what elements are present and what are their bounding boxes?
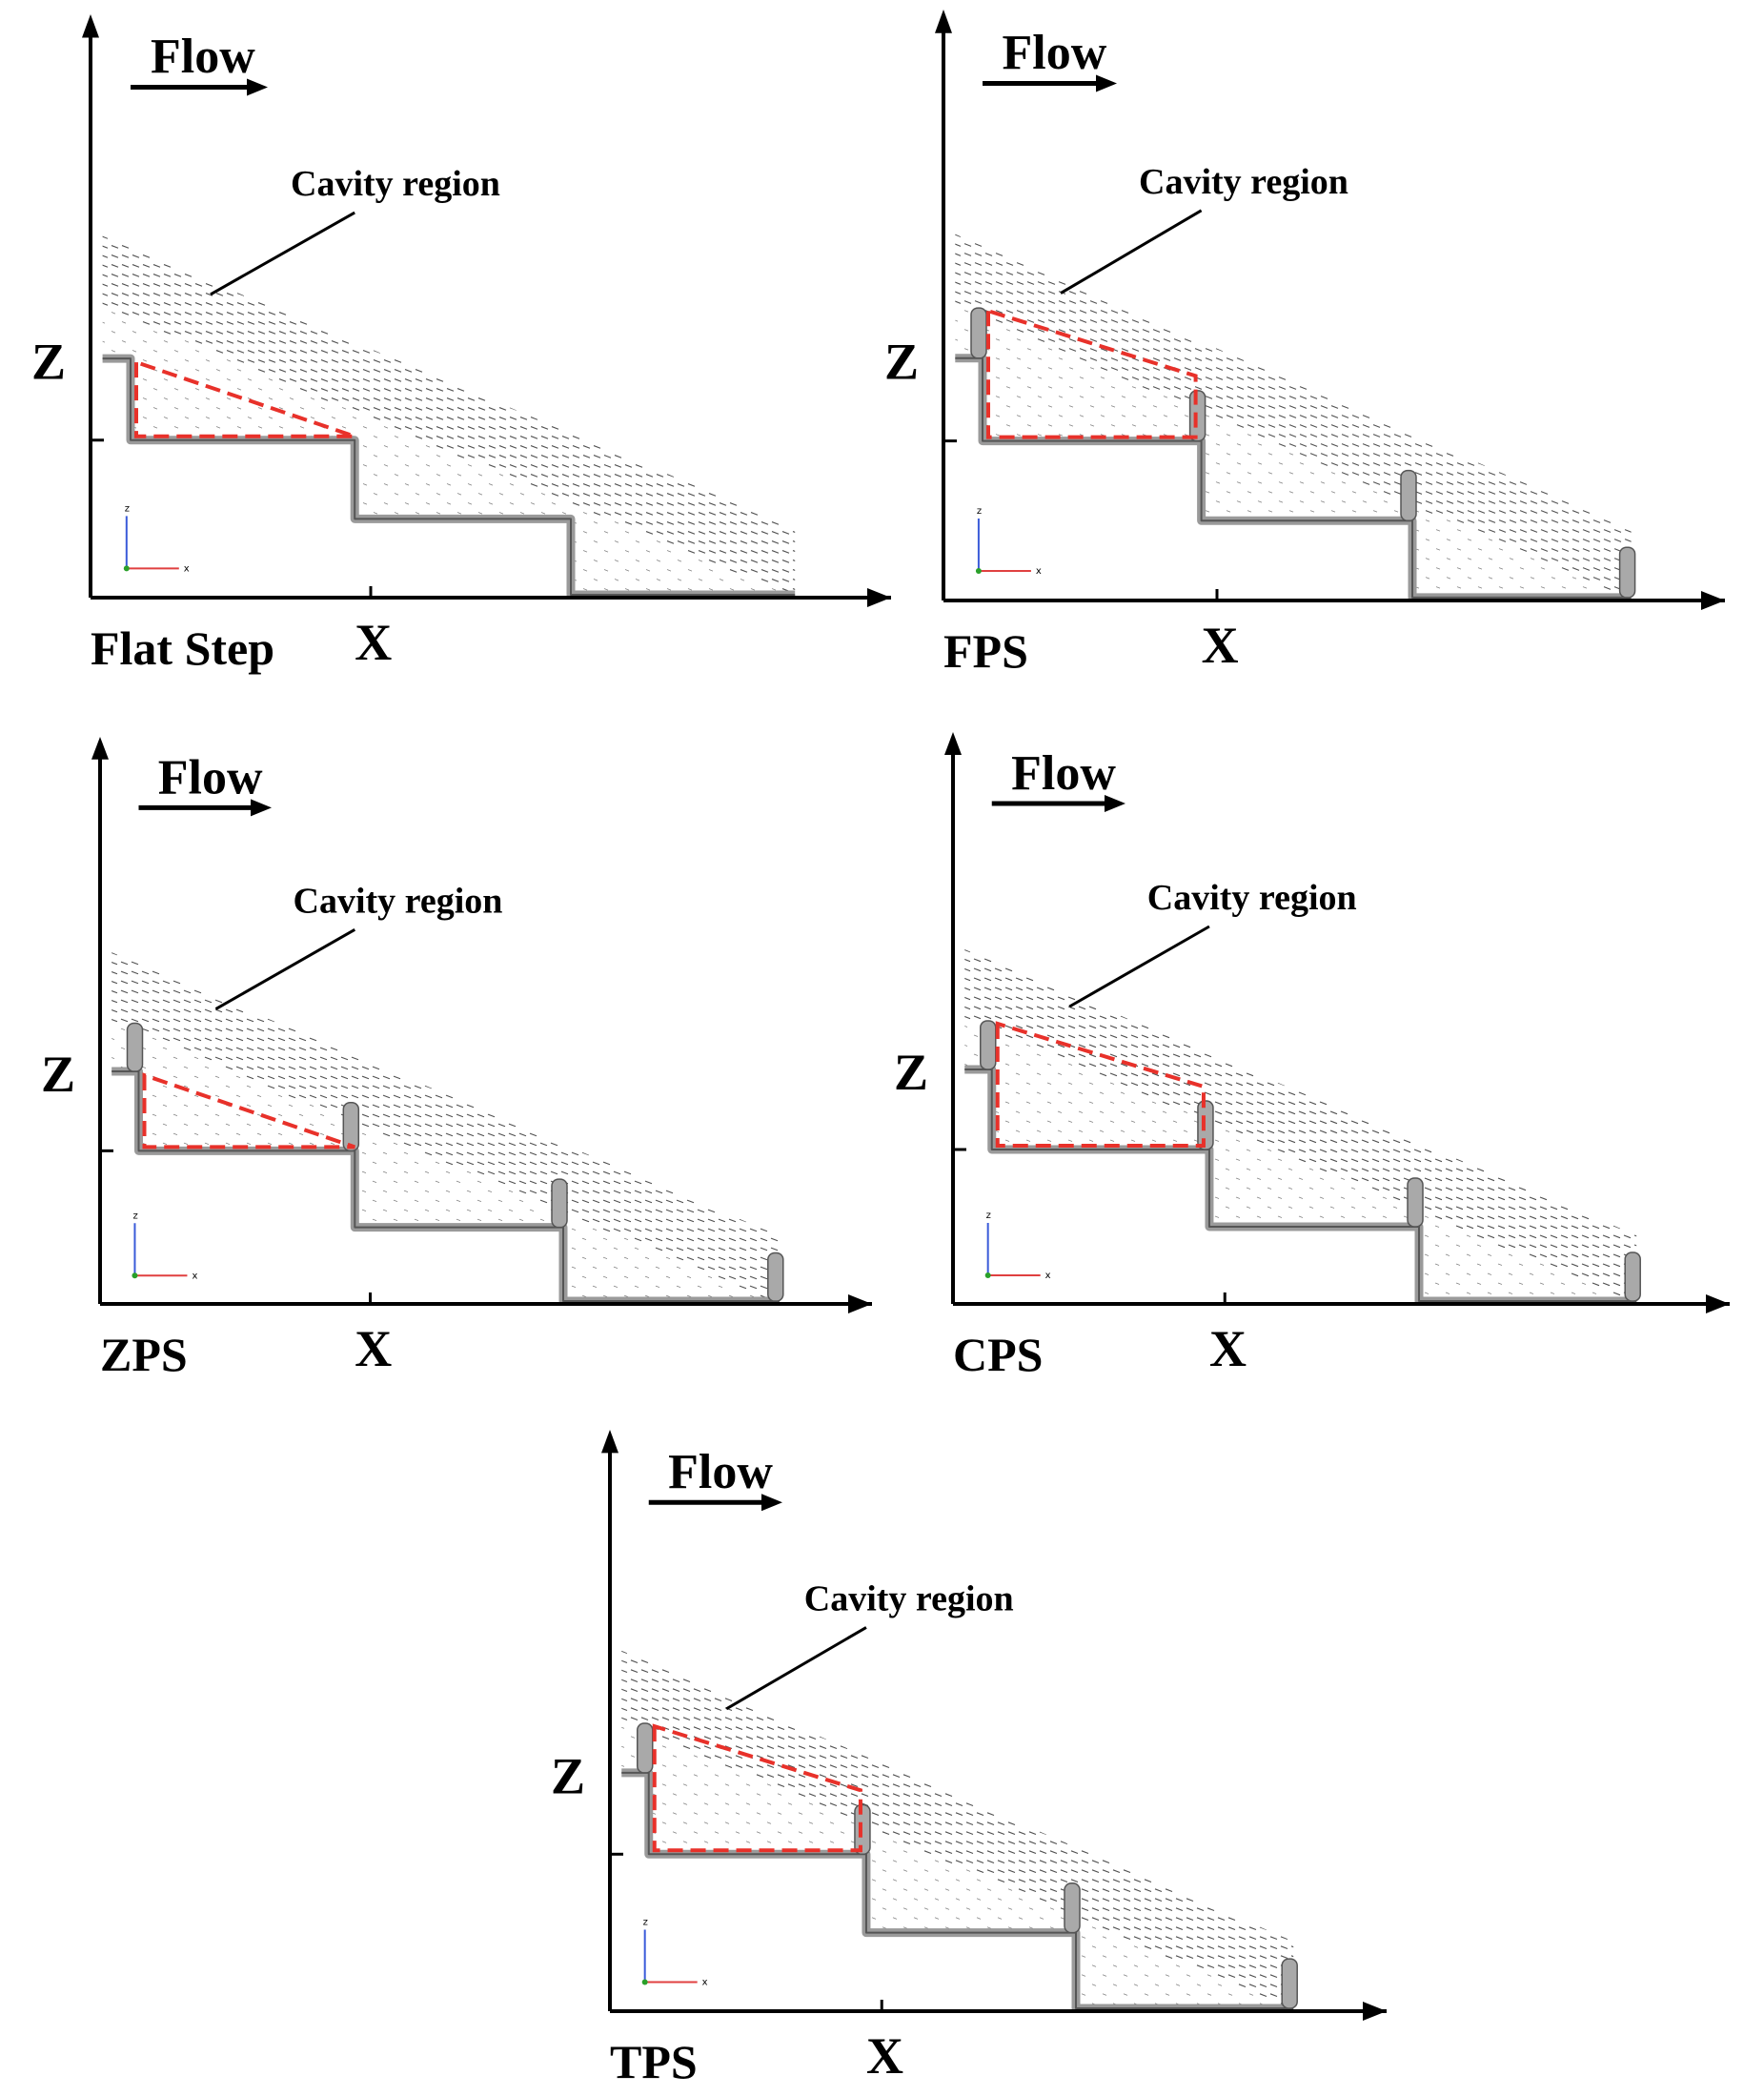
mini-x-label: x <box>702 1978 708 1988</box>
coordinate-triad-icon: zx <box>984 1211 1051 1281</box>
pool-sill-3 <box>1281 1958 1298 2009</box>
mini-x-label: x <box>192 1271 197 1281</box>
x-axis-arrowhead <box>867 588 891 607</box>
mini-x-label: x <box>1045 1271 1051 1281</box>
cavity-region-outline <box>995 1021 1206 1148</box>
cavity-leader-line <box>1068 925 1210 1008</box>
mini-x-label: x <box>184 563 190 574</box>
cavity-region-label: Cavity region <box>804 1578 1014 1618</box>
cavity-region-outline <box>134 359 355 438</box>
z-axis-arrowhead <box>82 14 99 38</box>
z-axis-arrowhead <box>935 10 952 33</box>
step-profile <box>112 1067 780 1306</box>
flow-label: Flow <box>158 751 263 805</box>
x-axis-label: X <box>1202 617 1239 674</box>
mini-z-label: z <box>132 1211 137 1221</box>
cavity-region-outline <box>652 1723 862 1853</box>
pool-sill-2 <box>1400 469 1417 522</box>
velocity-vector-field <box>621 1650 1294 2007</box>
pool-sill-2 <box>1407 1177 1424 1228</box>
x-axis-label: X <box>355 1320 392 1377</box>
x-axis-arrowhead <box>1363 2002 1387 2021</box>
cavity-leader-line <box>1060 209 1203 295</box>
z-axis-label: Z <box>31 334 66 391</box>
cavity-region-outline <box>986 308 1198 439</box>
step-profile <box>955 354 1632 602</box>
pool-sill-3 <box>1618 546 1636 599</box>
x-axis-arrowhead <box>848 1294 872 1313</box>
cavity-region-label: Cavity region <box>291 164 500 204</box>
flow-arrowhead <box>761 1494 782 1512</box>
pool-sill-0 <box>126 1022 144 1072</box>
z-axis-arrowhead <box>944 732 962 755</box>
panel-name: Flat Step <box>91 621 274 675</box>
flow-arrowhead <box>247 78 268 96</box>
coordinate-triad-icon: zx <box>641 1918 708 1988</box>
cavity-leader-line <box>725 1626 867 1711</box>
z-axis-label: Z <box>551 1747 585 1804</box>
cavity-region-label: Cavity region <box>294 881 503 921</box>
mini-z-label: z <box>125 503 130 514</box>
pool-sill-2 <box>1064 1882 1081 1934</box>
coordinate-triad-icon: zx <box>123 503 190 574</box>
flow-label: Flow <box>1003 26 1107 80</box>
x-axis-label: X <box>355 614 392 671</box>
flow-arrowhead <box>1105 795 1125 812</box>
coordinate-triad-icon: zx <box>132 1211 197 1281</box>
z-axis-label: Z <box>41 1046 75 1103</box>
cavity-leader-line <box>210 211 355 296</box>
step-profile <box>102 354 796 600</box>
step-profile <box>621 1768 1294 2013</box>
flow-arrowhead <box>1096 74 1117 92</box>
velocity-vector-field <box>955 234 1632 598</box>
mini-z-label: z <box>986 1211 991 1221</box>
velocity-vector-field <box>112 952 779 1299</box>
x-axis-label: X <box>866 2027 903 2085</box>
panel-name: FPS <box>943 624 1028 678</box>
mini-z-label: z <box>977 506 982 517</box>
velocity-vector-field <box>964 949 1637 1296</box>
x-axis-label: X <box>1209 1320 1247 1377</box>
z-axis-arrowhead <box>91 737 109 760</box>
flow-arrowhead <box>251 799 272 817</box>
panel-name: CPS <box>953 1328 1043 1381</box>
panel-name: ZPS <box>100 1328 188 1381</box>
x-axis-arrowhead <box>1706 1294 1730 1313</box>
cavity-region-outline <box>142 1072 355 1150</box>
pool-sill-1 <box>342 1102 360 1152</box>
z-axis-label: Z <box>884 334 919 391</box>
pool-sill-3 <box>1624 1251 1641 1302</box>
step-profile <box>964 1065 1637 1306</box>
mini-x-label: x <box>1036 566 1042 577</box>
flow-label: Flow <box>151 30 255 84</box>
flow-label: Flow <box>668 1445 773 1499</box>
pool-sill-3 <box>767 1251 784 1302</box>
coordinate-triad-icon: zx <box>975 506 1042 577</box>
flow-label: Flow <box>1011 746 1116 801</box>
x-axis-arrowhead <box>1701 591 1725 610</box>
pool-sill-2 <box>551 1178 568 1229</box>
pool-sill-0 <box>637 1722 654 1774</box>
z-axis-arrowhead <box>601 1430 618 1454</box>
cavity-region-label: Cavity region <box>1139 162 1348 202</box>
panel-name: TPS <box>610 2035 698 2088</box>
cavity-region-label: Cavity region <box>1147 878 1357 918</box>
z-axis-label: Z <box>894 1044 928 1101</box>
velocity-vector-field <box>102 235 796 592</box>
mini-z-label: z <box>643 1918 648 1928</box>
pool-sill-0 <box>980 1020 997 1070</box>
pool-sill-0 <box>970 307 987 359</box>
cavity-leader-line <box>214 927 356 1010</box>
